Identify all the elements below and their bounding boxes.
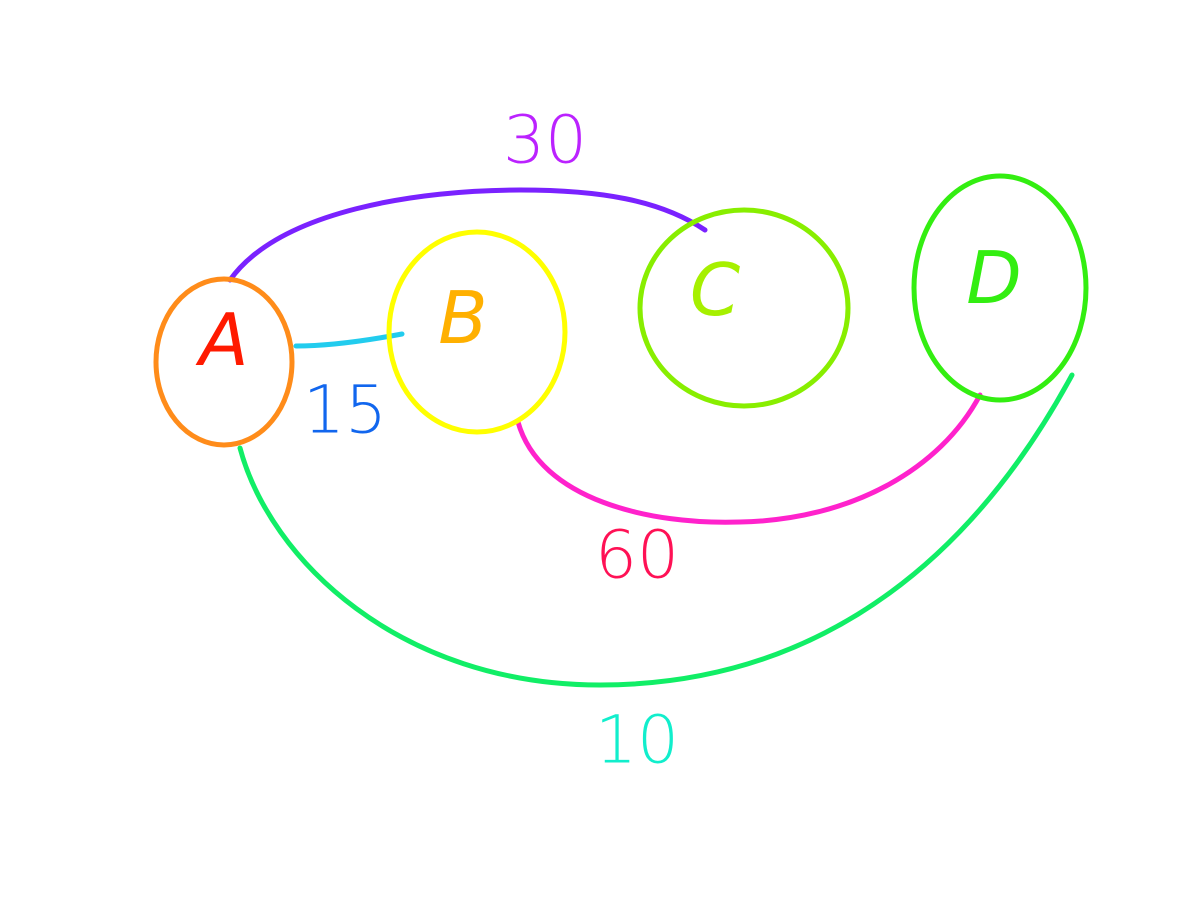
edge-a-b-weight: 15 xyxy=(303,372,387,449)
node-b: B xyxy=(386,229,568,435)
node-b-outline xyxy=(386,229,568,435)
node-a: A xyxy=(153,276,295,448)
edge-a-c-weight: 30 xyxy=(503,102,587,179)
node-d: D xyxy=(911,173,1089,403)
node-c-outline xyxy=(637,207,851,409)
node-d-outline xyxy=(911,173,1089,403)
node-a-outline xyxy=(153,276,295,448)
node-d-label: D xyxy=(966,236,1021,320)
edge-a-b xyxy=(293,331,405,349)
node-a-label: A xyxy=(195,298,248,382)
node-b-label: B xyxy=(438,276,487,360)
node-c-label: C xyxy=(690,248,741,332)
edge-a-d xyxy=(237,372,1075,688)
edge-b-d xyxy=(515,392,983,525)
edge-a-d-weight: 10 xyxy=(595,702,679,779)
node-c: C xyxy=(637,207,851,409)
edge-b-d-weight: 60 xyxy=(595,517,679,594)
edge-a-c xyxy=(227,187,708,283)
